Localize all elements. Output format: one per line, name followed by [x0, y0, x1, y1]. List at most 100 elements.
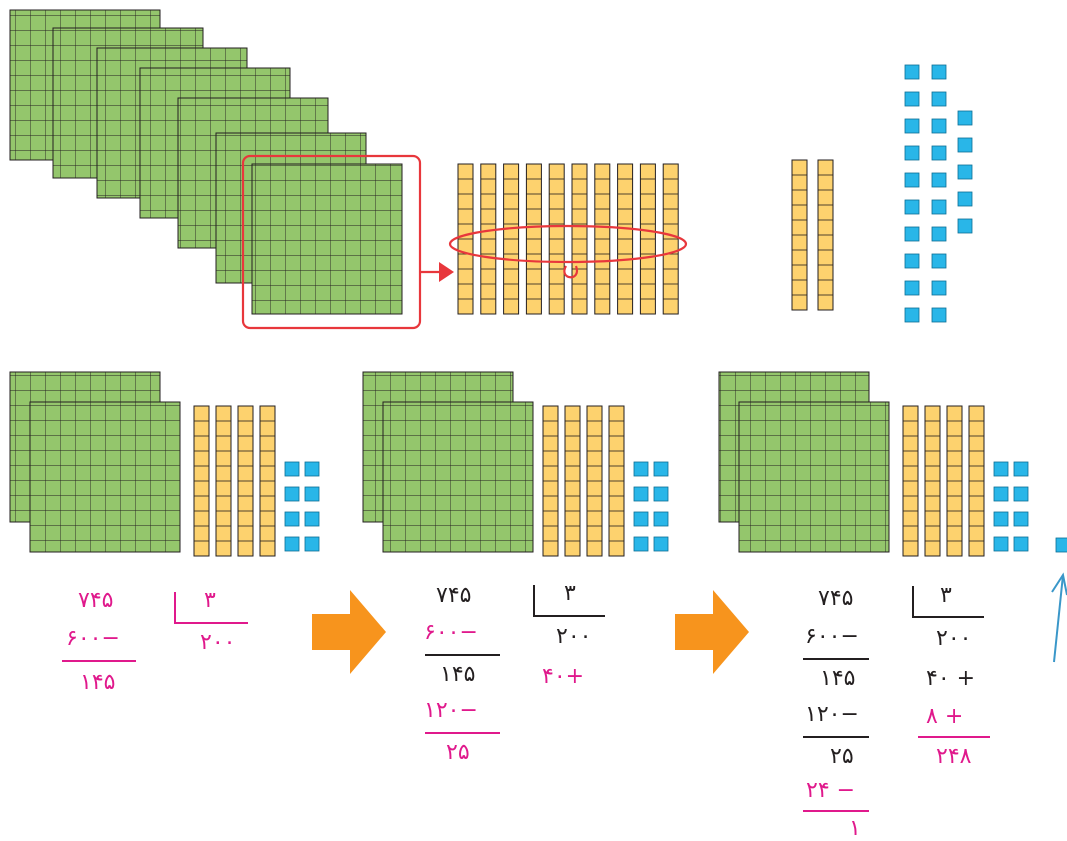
hundred-block	[382, 401, 534, 553]
unit-cube	[653, 486, 669, 502]
unit-cube	[931, 172, 947, 188]
ten-rod	[594, 163, 611, 315]
step2-dividend: ۷۴۵	[436, 583, 472, 608]
step3-dividend: ۷۴۵	[818, 586, 854, 611]
regroup-highlight	[241, 154, 422, 330]
step1-divisor-rule	[174, 622, 248, 624]
step3-result2: ۲۵	[830, 744, 854, 769]
unit-cube	[931, 64, 947, 80]
hundred-block	[738, 401, 890, 553]
ten-rod	[215, 405, 232, 557]
step1-dividend: ۷۴۵	[78, 588, 114, 613]
hundred-block	[251, 163, 403, 315]
step2-rule1	[425, 654, 500, 656]
step3-quotient2: + ۴۰	[926, 666, 976, 691]
unit-cube	[304, 536, 320, 552]
ten-rod	[571, 163, 588, 315]
unit-cube	[1013, 536, 1029, 552]
ten-rod	[791, 159, 808, 311]
step1-rule	[62, 660, 136, 662]
group-ellipse	[448, 224, 688, 264]
unit-cube	[931, 91, 947, 107]
step3-divisor-bar	[912, 586, 914, 618]
unit-cube	[633, 536, 649, 552]
unit-cube	[993, 486, 1009, 502]
unit-cube	[904, 199, 920, 215]
unit-cube	[931, 307, 947, 323]
step3-rule1	[803, 658, 869, 660]
ten-rod	[639, 163, 656, 315]
step2-divisor-rule	[533, 615, 605, 617]
unit-cube	[304, 461, 320, 477]
unit-cube	[304, 486, 320, 502]
unit-cube	[931, 145, 947, 161]
right-arrow-icon	[421, 262, 454, 282]
unit-cube	[957, 164, 973, 180]
unit-cube	[957, 218, 973, 234]
unit-cube	[904, 64, 920, 80]
ten-rod	[564, 405, 581, 557]
ten-rod	[617, 163, 634, 315]
step2-quotient2: +۴۰	[542, 664, 585, 689]
step3-quotient-rule	[918, 736, 990, 738]
ten-rod	[237, 405, 254, 557]
step2-result2: ۲۵	[446, 740, 470, 765]
ten-rod	[924, 405, 941, 557]
unit-cube	[633, 461, 649, 477]
step2-quotient1: ۲۰۰	[556, 624, 592, 649]
unit-cube	[957, 191, 973, 207]
step2-divisor-bar	[533, 585, 535, 617]
ten-rod	[608, 405, 625, 557]
ten-rod	[817, 159, 834, 311]
ten-rod	[193, 405, 210, 557]
step3-quotient1: ۲۰۰	[936, 626, 972, 651]
step3-quotient3: + ۸	[926, 704, 964, 729]
step3-divisor: ۳	[940, 583, 952, 608]
ten-rod	[259, 405, 276, 557]
step3-subtract2: −۱۲۰	[805, 702, 859, 727]
ten-rod	[542, 405, 559, 557]
unit-cube	[931, 280, 947, 296]
step1-result: ۱۴۵	[80, 670, 116, 695]
unit-cube	[904, 91, 920, 107]
ten-rod	[548, 163, 565, 315]
hundred-block	[29, 401, 181, 553]
remainder-cube	[1055, 537, 1067, 553]
ten-rod	[503, 163, 520, 315]
unit-cube	[904, 118, 920, 134]
orange-right-arrow-icon	[675, 590, 749, 674]
unit-cube	[904, 307, 920, 323]
unit-cube	[1013, 486, 1029, 502]
ten-rod	[586, 405, 603, 557]
unit-cube	[284, 461, 300, 477]
ten-rod	[902, 405, 919, 557]
step3-divisor-rule	[912, 616, 984, 618]
ten-rod	[662, 163, 679, 315]
unit-cube	[993, 461, 1009, 477]
ten-rod	[946, 405, 963, 557]
unit-cube	[993, 536, 1009, 552]
step1-quotient: ۲۰۰	[200, 630, 236, 655]
unit-cube	[957, 137, 973, 153]
unit-cube	[904, 172, 920, 188]
unit-cube	[304, 511, 320, 527]
unit-cube	[653, 511, 669, 527]
step2-subtract2: −۱۲۰	[424, 698, 478, 723]
unit-cube	[284, 486, 300, 502]
unit-cube	[904, 226, 920, 242]
unit-cube	[633, 511, 649, 527]
unit-cube	[284, 536, 300, 552]
unit-cube	[957, 110, 973, 126]
step3-subtract3: − ۲۴	[806, 778, 856, 803]
orange-right-arrow-icon	[312, 590, 386, 674]
unit-cube	[653, 461, 669, 477]
step3-rule2	[803, 736, 869, 738]
unit-cube	[1013, 511, 1029, 527]
step2-rule2	[425, 732, 500, 734]
step2-divisor: ۳	[564, 581, 576, 606]
unit-cube	[284, 511, 300, 527]
unit-cube	[931, 253, 947, 269]
ellipse-knot	[563, 265, 579, 279]
